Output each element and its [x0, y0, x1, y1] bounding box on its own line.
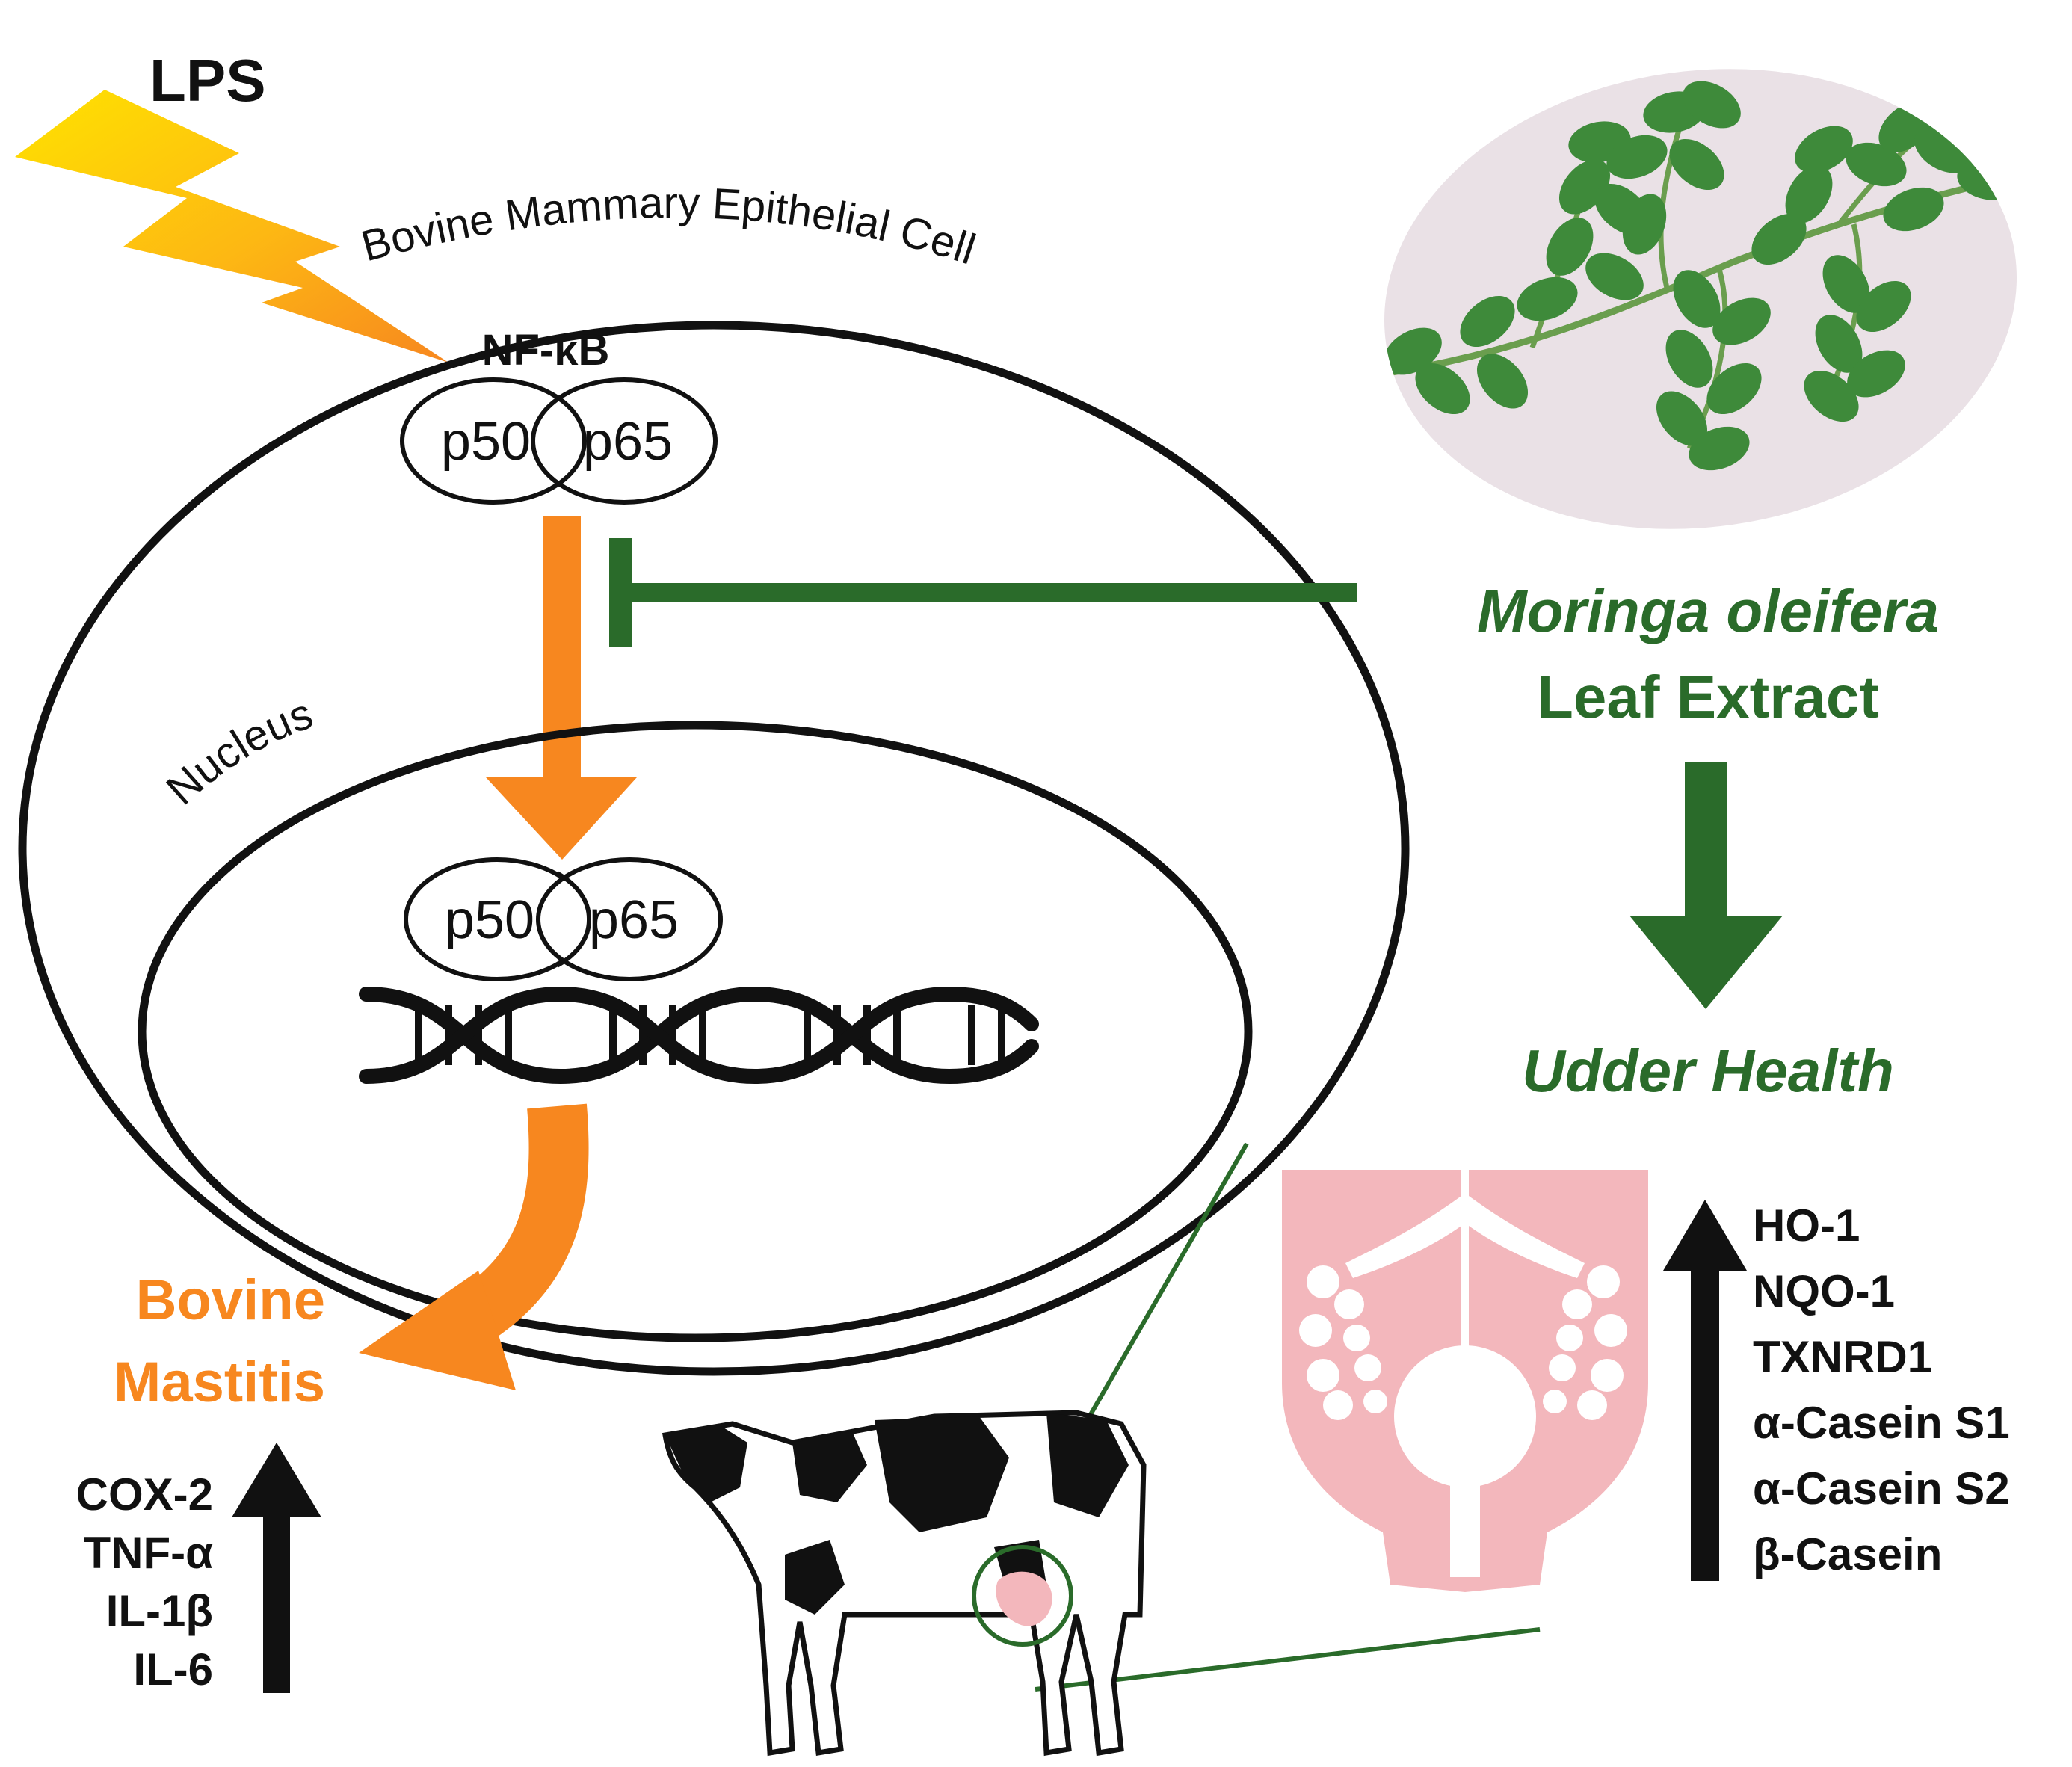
leaflet	[1384, 327, 1442, 375]
leaflet	[1751, 213, 1807, 265]
p65-subunit: p65	[583, 412, 673, 472]
leaflet	[1673, 270, 1721, 328]
leaflet	[1517, 277, 1578, 321]
leaflet	[1706, 363, 1762, 415]
nfkb-label: NF-κB	[482, 326, 610, 374]
marker-ho1: HO-1	[1753, 1200, 1860, 1251]
alveolus	[1549, 1354, 1576, 1381]
dna-icon	[359, 986, 1039, 1085]
marker-il1b: IL-1β	[106, 1586, 213, 1636]
udder-health-label: Udder Health	[1522, 1037, 1894, 1104]
translocation-arrow	[486, 516, 637, 860]
leaflet	[1712, 297, 1771, 345]
mastitis-title-line1: Bovine	[136, 1268, 325, 1332]
antioxidant-markers: HO-1 NQO-1 TXNRD1 α-Casein S1 α-Casein S…	[1753, 1200, 2010, 1579]
alveolus	[1587, 1265, 1620, 1298]
leaflet	[1476, 354, 1529, 409]
p65-nuclear: p65	[589, 890, 679, 950]
marker-nqo1: NQO-1	[1753, 1266, 1895, 1316]
lps-label: LPS	[149, 47, 266, 114]
mastitis-arrow	[359, 1103, 589, 1390]
alveolus	[1594, 1314, 1627, 1347]
leaflet	[1847, 350, 1905, 398]
alveolus	[1354, 1354, 1381, 1381]
marker-txnrd1: TXNRD1	[1753, 1332, 1932, 1382]
leaflet	[1415, 363, 1470, 415]
nfkb-complex: p50 p65	[400, 377, 718, 505]
leaflet	[1815, 315, 1863, 373]
leaflet	[1927, 84, 1990, 126]
udder-anatomy-illustration	[1282, 1170, 1648, 1592]
leaflet	[1669, 138, 1724, 191]
leaflet	[1546, 218, 1594, 276]
leaflet	[1856, 280, 1911, 333]
inflammatory-markers: COX-2 TNF-α IL-1β IL-6	[76, 1470, 213, 1694]
nfkb-nuclear-complex: p50 p65	[404, 857, 723, 981]
leaflet	[1795, 126, 1853, 173]
mastitis-title-line2: Mastitis	[114, 1351, 325, 1414]
leaflet	[1606, 135, 1668, 179]
alveolus	[1307, 1359, 1339, 1392]
marker-beta-casein: β-Casein	[1753, 1529, 1942, 1579]
alveolus	[1591, 1359, 1624, 1392]
leaflet	[1683, 81, 1741, 129]
leaflet	[1822, 255, 1870, 313]
alveolus	[1323, 1390, 1353, 1420]
leaflet	[1585, 253, 1644, 300]
marker-cox2: COX-2	[76, 1470, 213, 1520]
leaflet	[1804, 370, 1859, 422]
cow-illustration	[662, 1410, 1147, 1757]
inhibition-arrow	[609, 538, 1357, 647]
leaflet	[1785, 165, 1833, 223]
marker-il6: IL-6	[133, 1644, 213, 1694]
p50-subunit: p50	[441, 412, 531, 472]
nucleus-membrane	[138, 721, 1253, 1342]
leaflet	[1460, 295, 1515, 348]
leaflet	[1846, 142, 1907, 187]
cell-label: Bovine Mammary Epithelial Cell	[357, 179, 981, 274]
extract-name: Moringa oleifera	[1477, 578, 1939, 644]
up-arrow-icon	[232, 1443, 321, 1693]
moringa-leaves-image	[1382, 69, 2035, 529]
alveolus	[1577, 1390, 1607, 1420]
leaflet	[1883, 187, 1944, 232]
leaflet	[1622, 194, 1667, 255]
udder-spot	[996, 1571, 1052, 1626]
alveolus	[1363, 1390, 1387, 1413]
alveolus	[1334, 1289, 1364, 1319]
up-arrow-icon-right	[1663, 1200, 1747, 1581]
nucleus-label: Nucleus	[157, 689, 318, 814]
zoom-circle	[972, 1545, 1073, 1647]
alveolus	[1556, 1325, 1583, 1351]
alveolus	[1343, 1325, 1370, 1351]
p50-nuclear: p50	[445, 890, 534, 950]
leaflet	[1689, 426, 1750, 471]
leaflet	[1665, 330, 1713, 388]
alveolus	[1543, 1390, 1567, 1413]
leaflet	[1656, 391, 1708, 446]
marker-casein-s1: α-Casein S1	[1753, 1398, 2010, 1448]
cell-membrane	[18, 321, 1410, 1376]
extract-subtitle: Leaf Extract	[1537, 664, 1879, 730]
marker-casein-s2: α-Casein S2	[1753, 1464, 2010, 1514]
marker-tnfa: TNF-α	[84, 1528, 214, 1578]
lightning-icon	[15, 90, 448, 363]
down-arrow-icon	[1629, 762, 1783, 1009]
alveolus	[1299, 1314, 1332, 1347]
alveolus	[1307, 1265, 1339, 1298]
alveolus	[1562, 1289, 1592, 1319]
